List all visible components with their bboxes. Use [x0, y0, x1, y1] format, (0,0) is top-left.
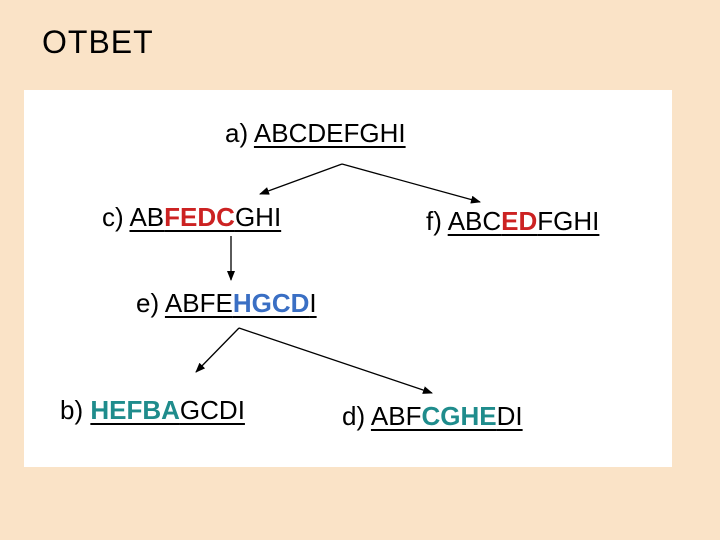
node-c-label: c) — [102, 202, 124, 232]
node-a-label: a) — [225, 118, 249, 148]
node-d-segment: CGHE — [421, 401, 497, 431]
node-e-sequence: ABFEHGCDI — [165, 288, 317, 318]
node-b: b) HEFBAGCDI — [60, 395, 245, 426]
node-f-sequence: ABCEDFGHI — [448, 206, 600, 236]
node-f: f) ABCEDFGHI — [426, 206, 599, 237]
node-b-segment: HEFBA — [90, 395, 180, 425]
node-b-sequence: HEFBAGCDI — [90, 395, 245, 425]
node-f-segment: ED — [501, 206, 538, 236]
node-e: e) ABFEHGCDI — [136, 288, 317, 319]
node-a: a) ABCDEFGHI — [225, 118, 406, 149]
node-d-sequence: ABFCGHEDI — [371, 401, 523, 431]
edge-e-to-b — [195, 327, 240, 373]
tree-diagram-panel: a) ABCDEFGHI c) ABFEDCGHI f) ABCEDFGHI e… — [24, 90, 672, 467]
node-f-segment: ABC — [447, 206, 502, 236]
node-b-label: b) — [60, 395, 84, 425]
node-d: d) ABFCGHEDI — [342, 401, 523, 432]
edge-a-to-c — [259, 163, 343, 195]
node-a-segment: ABCDEFGHI — [253, 118, 406, 148]
node-c-segment: FEDC — [164, 202, 235, 232]
node-c-sequence: ABFEDCGHI — [129, 202, 281, 232]
node-f-label: f) — [426, 206, 442, 236]
node-b-segment: GCDI — [179, 395, 245, 425]
node-f-segment: FGHI — [537, 206, 600, 236]
node-e-segment: I — [309, 288, 317, 318]
node-c-segment: AB — [129, 202, 165, 232]
edge-a-to-f — [341, 163, 481, 204]
node-d-label: d) — [342, 401, 366, 431]
node-e-segment: ABFE — [164, 288, 233, 318]
edge-e-to-d — [238, 327, 433, 394]
tree-edges — [195, 163, 481, 394]
node-c: c) ABFEDCGHI — [102, 202, 281, 233]
node-c-segment: GHI — [234, 202, 282, 232]
node-e-label: e) — [136, 288, 160, 318]
node-e-segment: HGCD — [232, 288, 310, 318]
page-title: ОТВЕТ — [42, 24, 154, 60]
node-d-segment: ABF — [370, 401, 422, 431]
node-a-sequence: ABCDEFGHI — [254, 118, 406, 148]
node-d-segment: DI — [496, 401, 523, 431]
